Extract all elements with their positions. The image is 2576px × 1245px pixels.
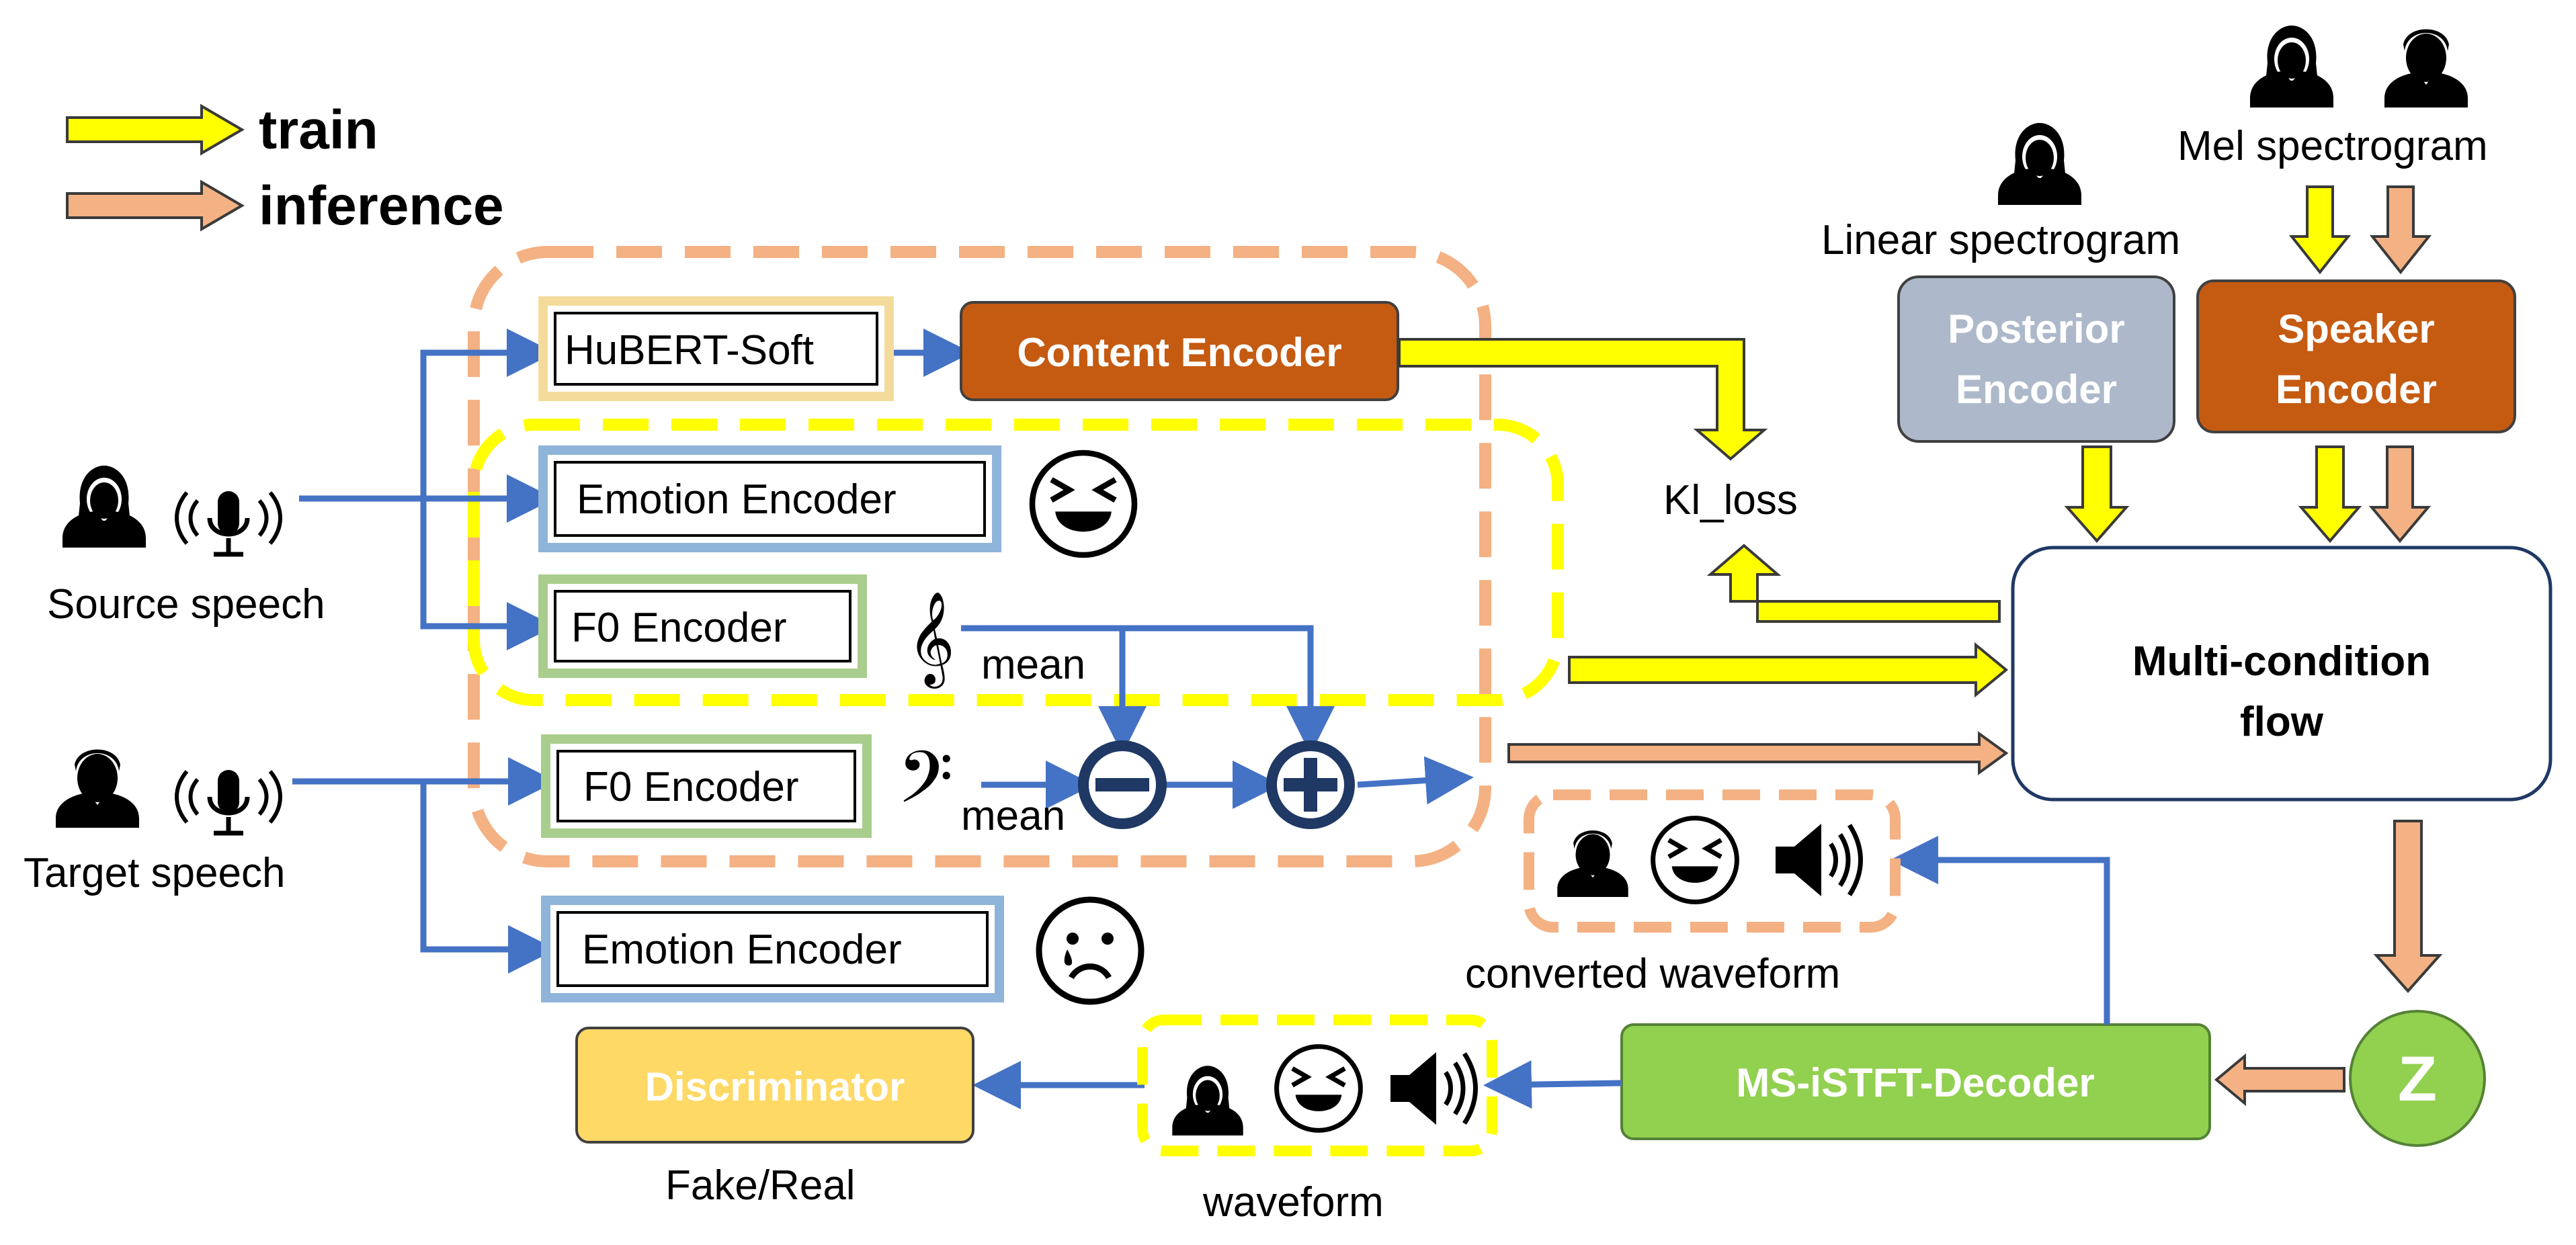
converted-waveform-label: converted waveform [1465, 951, 1840, 997]
waveform-laughing-face-icon [1277, 1047, 1361, 1131]
converted-laughing-face-icon [1653, 818, 1737, 902]
train-group-outline [468, 419, 1564, 706]
speaker-encoder-label-2: Encoder [2276, 367, 2437, 412]
source-microphone-icon [177, 491, 280, 554]
converted-man-icon [1557, 830, 1628, 897]
legend: train inference [66, 99, 504, 237]
posterior-to-flow-arrow [2064, 445, 2130, 544]
content-encoder-label: Content Encoder [1017, 330, 1341, 375]
posterior-encoder-label-1: Posterior [1948, 306, 2124, 351]
bass-clef-icon: 𝄢 [897, 737, 954, 835]
target-speech-label: Target speech [24, 850, 285, 896]
source-connectors [299, 329, 972, 650]
inference-legend-label: inference [259, 175, 504, 237]
latent-z-node: Z [2349, 1010, 2486, 1147]
linear-spectrogram-label: Linear spectrogram [1821, 217, 2180, 263]
fake-real-label: Fake/Real [665, 1162, 856, 1209]
kl-loss-label: Kl_loss [1663, 477, 1798, 523]
target-microphone-icon [177, 770, 280, 833]
mel-woman-icon [2250, 26, 2333, 108]
source-speaker-icon [63, 466, 146, 548]
treble-clef-icon: 𝄞 [907, 593, 955, 689]
minus-circle-icon [1078, 740, 1167, 829]
discriminator-box: Discriminator [575, 1027, 974, 1144]
train-to-flow-arrow [1568, 642, 2009, 698]
mel-inference-arrow [2369, 185, 2432, 275]
content-encoder-box: Content Encoder [960, 301, 1399, 401]
target-connectors [292, 625, 1474, 974]
target-f0-encoder-label: F0 Encoder [583, 764, 799, 810]
speaker-encoder-label-1: Speaker [2278, 306, 2435, 351]
z-to-decoder-arrow [2214, 1053, 2345, 1107]
speaker-train-arrow [2298, 445, 2362, 544]
target-emotion-encoder-box: Emotion Encoder [541, 896, 1004, 1002]
source-f0-encoder-label: F0 Encoder [571, 605, 787, 651]
source-f0-encoder-box: F0 Encoder [538, 574, 867, 678]
waveform-woman-icon [1172, 1066, 1243, 1135]
speaker-inference-arrow [2368, 445, 2432, 544]
plus-circle-icon [1266, 740, 1355, 829]
mel-train-arrow [2288, 185, 2352, 275]
converted-waveform-group [1524, 789, 1901, 933]
inference-legend-arrow [66, 179, 245, 232]
flow-to-kl-arrow [1706, 544, 2001, 623]
source-emotion-encoder-box: Emotion Encoder [538, 445, 1001, 552]
target-speaker-icon [56, 749, 139, 828]
hubert-soft-box: HuBERT-Soft [538, 296, 894, 401]
mel-man-icon [2384, 29, 2468, 108]
speaker-encoder-box: Speaker Encoder [2196, 280, 2516, 433]
flow-to-z-arrow [2373, 820, 2443, 994]
z-label: Z [2398, 1043, 2437, 1115]
target-mean-label: mean [961, 793, 1065, 839]
target-emotion-encoder-label: Emotion Encoder [582, 927, 902, 973]
converted-speaker-icon [1776, 824, 1861, 896]
inference-group-outline [468, 246, 1491, 867]
source-speech-label: Source speech [47, 581, 325, 628]
discriminator-label: Discriminator [645, 1064, 905, 1109]
content-to-kl-arrow [1398, 338, 1768, 461]
linear-spectrogram-speaker-icon [1998, 123, 2081, 205]
source-emotion-encoder-label: Emotion Encoder [577, 476, 897, 523]
flow-label-2: flow [2240, 699, 2324, 745]
train-legend-arrow [66, 103, 245, 156]
crying-face-icon [1036, 896, 1145, 1005]
decoder-connectors [972, 836, 2110, 1109]
mel-spectrogram-label: Mel spectrogram [2177, 123, 2488, 169]
waveform-label: waveform [1202, 1179, 1384, 1226]
train-legend-label: train [259, 99, 378, 161]
waveform-speaker-icon [1390, 1052, 1476, 1125]
posterior-encoder-box: Posterior Encoder [1897, 275, 2175, 443]
decoder-label: MS-iSTFT-Decoder [1736, 1060, 2094, 1105]
posterior-encoder-label-2: Encoder [1956, 367, 2117, 412]
multi-condition-flow-box: Multi-condition flow [2011, 546, 2552, 802]
laughing-face-icon [1032, 453, 1134, 555]
inference-to-flow-arrow [1507, 731, 2009, 775]
flow-label-1: Multi-condition [2132, 638, 2431, 685]
hubert-soft-label: HuBERT-Soft [565, 327, 814, 374]
target-f0-encoder-box: F0 Encoder [541, 734, 872, 838]
source-mean-label: mean [981, 642, 1085, 688]
ms-istft-decoder-box: MS-iSTFT-Decoder [1620, 1023, 2211, 1140]
